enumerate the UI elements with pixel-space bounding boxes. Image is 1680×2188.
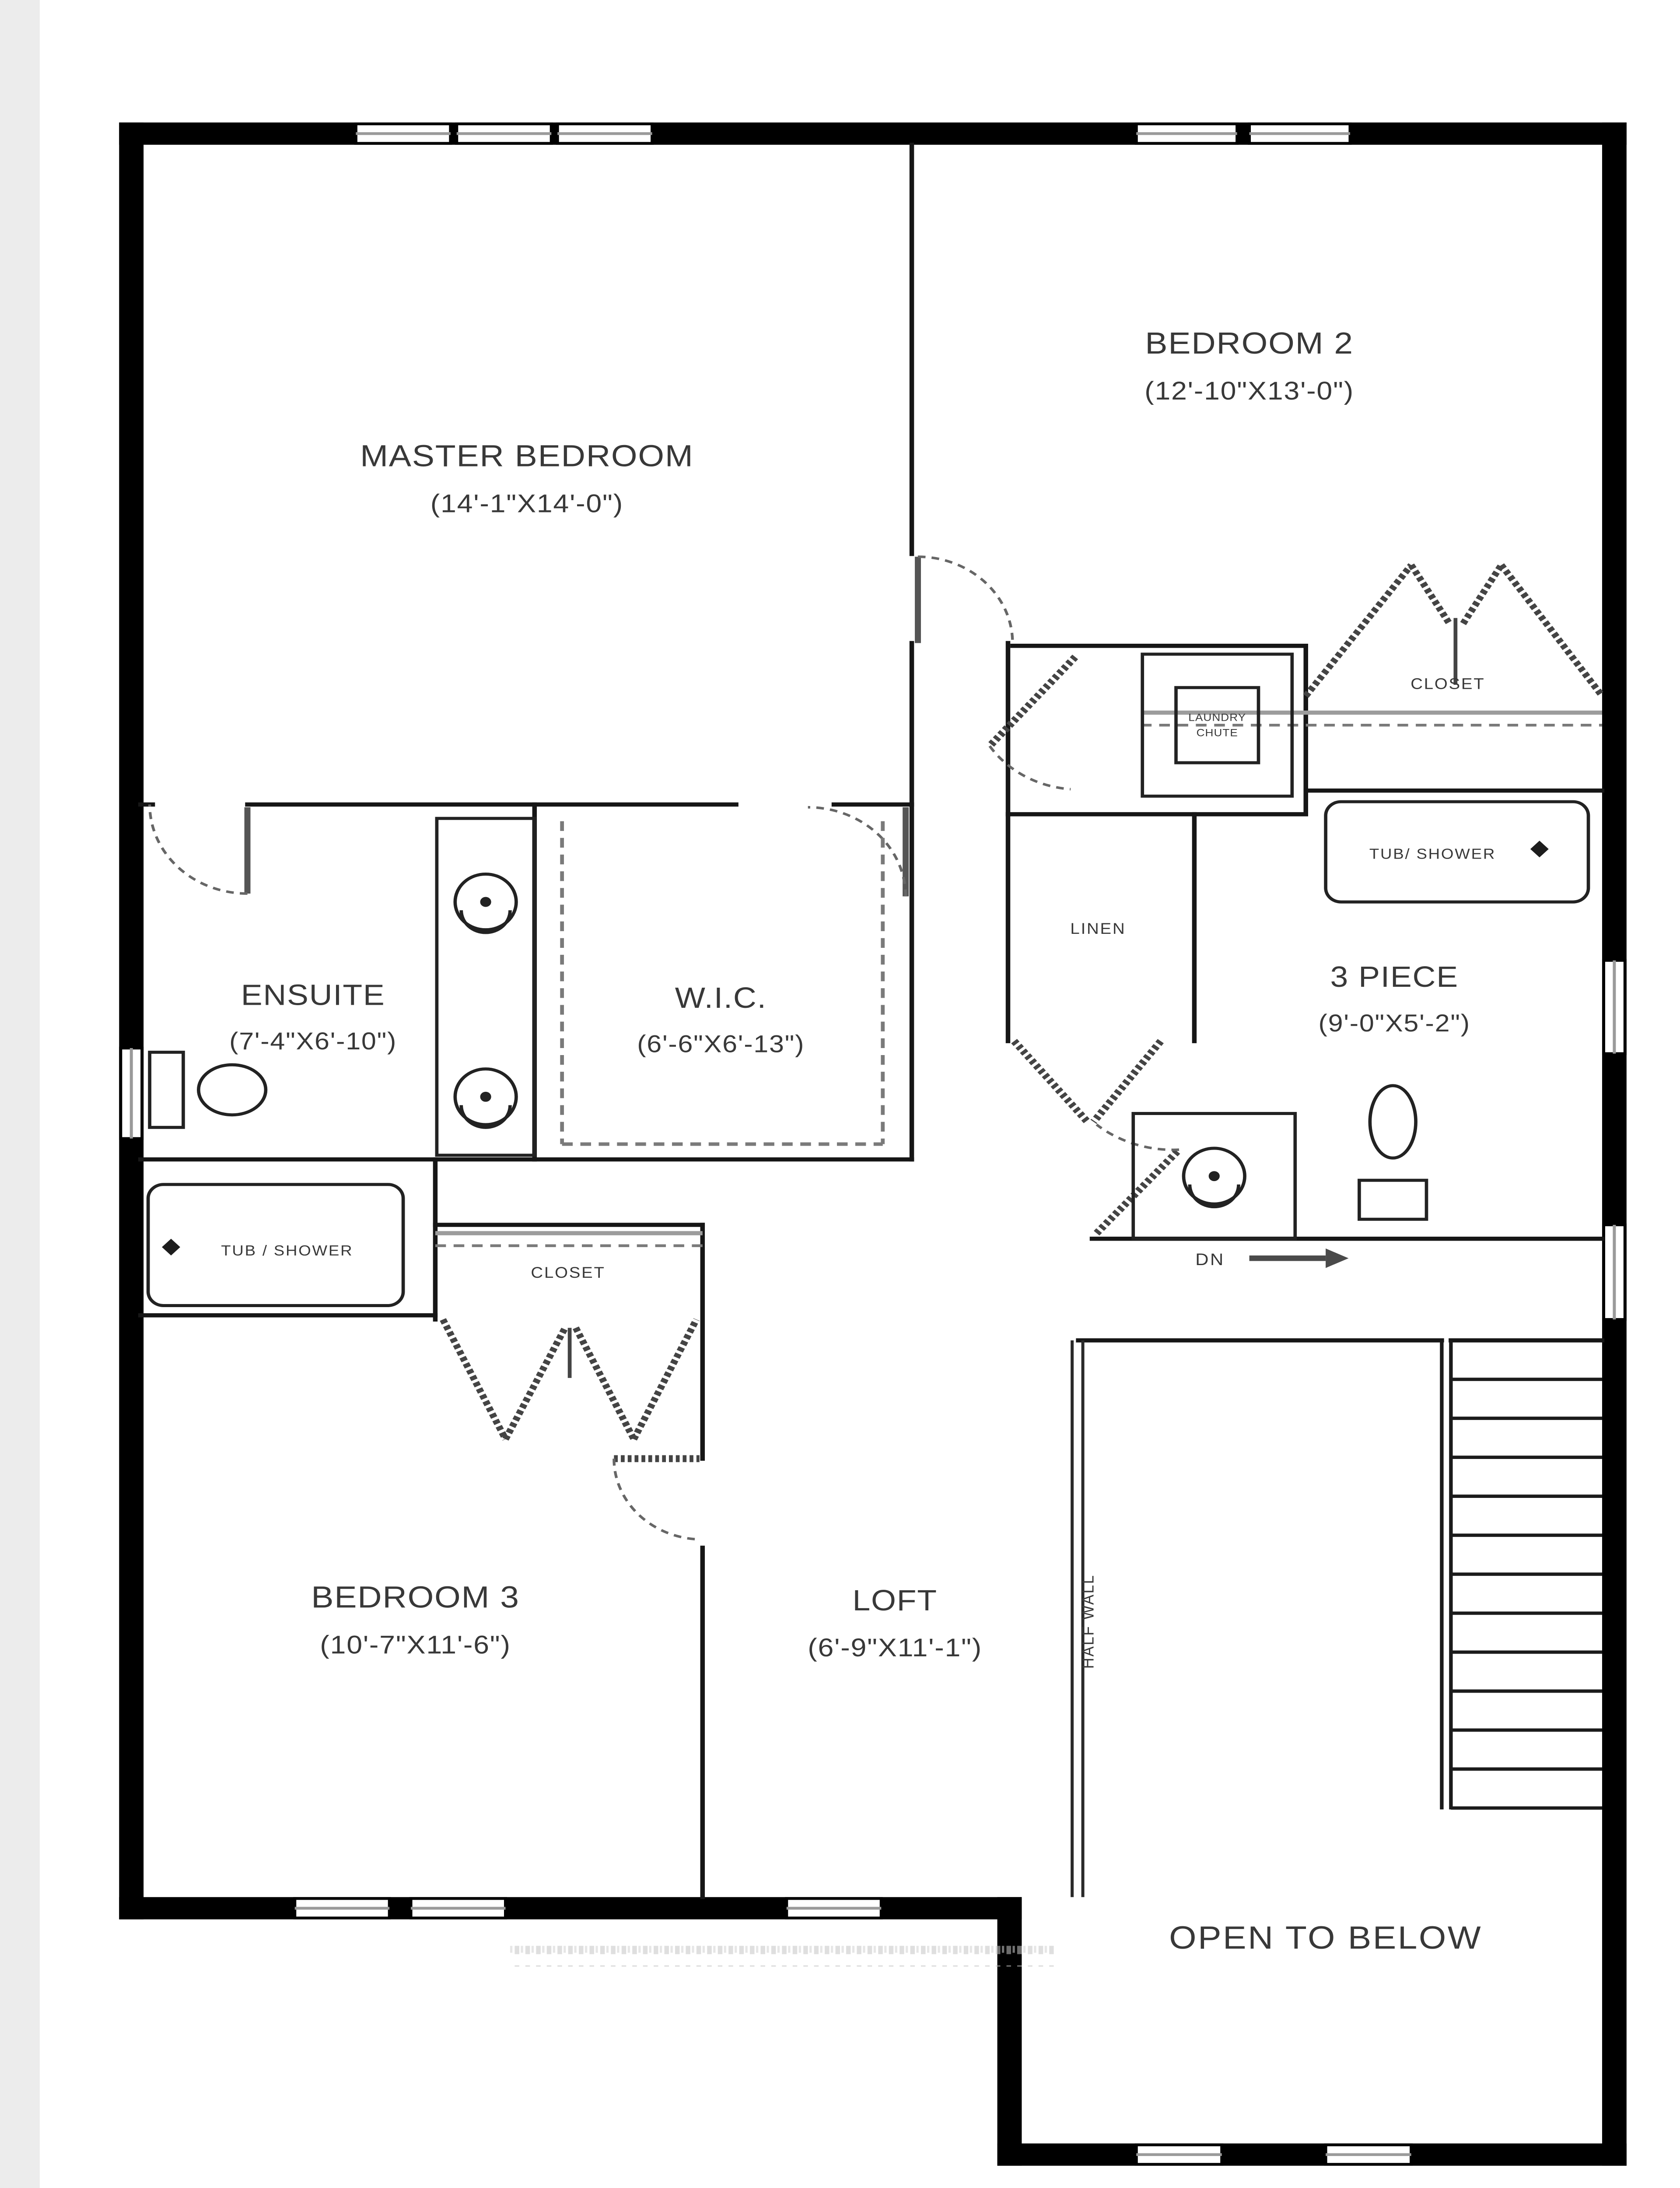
tub-right-diamond-icon xyxy=(1530,841,1549,858)
open-to-below-label: OPEN TO BELOW xyxy=(1169,1920,1482,1956)
window-master-top xyxy=(354,122,654,145)
window-ensuite-left xyxy=(119,1046,144,1140)
window-bedroom2-top xyxy=(1134,122,1352,145)
down-arrowhead xyxy=(1326,1248,1349,1268)
master-bedroom-dims: (14'-1"X14'-0") xyxy=(430,489,623,518)
closet-doors xyxy=(440,563,1605,1441)
bath-toilet-bowl xyxy=(1368,1084,1418,1160)
bedroom2-label: BEDROOM 2 xyxy=(1145,326,1354,360)
ensuite-tub xyxy=(146,1183,405,1307)
doors xyxy=(148,555,1182,1541)
tub-left-diamond-icon xyxy=(162,1238,180,1255)
fixtures xyxy=(146,652,1590,1307)
ensuite-dims: (7'-4"X6'-10") xyxy=(229,1028,397,1055)
laundry-chute-label-1: LAUNDRY xyxy=(1188,712,1246,724)
loft-label: LOFT xyxy=(853,1584,938,1616)
tub-shower-left-label: TUB / SHOWER xyxy=(221,1242,353,1259)
window-open-below-bottom xyxy=(1134,2143,1413,2166)
half-wall-label: HALF WALL xyxy=(1078,1574,1097,1669)
window-right-wall xyxy=(1602,959,1627,1321)
bedroom3-label: BEDROOM 3 xyxy=(311,1580,520,1614)
ensuite-sink-2 xyxy=(453,1067,518,1126)
stairs xyxy=(1440,1340,1602,1810)
bedroom2-closet-bifold xyxy=(1303,563,1605,698)
window-bedroom3-bottom xyxy=(293,1897,883,1920)
three-piece-label: 3 PIECE xyxy=(1330,961,1459,993)
ensuite-toilet-tank xyxy=(148,1051,185,1129)
loft-dims: (6'-9"X11'-1") xyxy=(808,1634,982,1662)
bath-toilet-tank xyxy=(1358,1178,1428,1221)
wic-shelves xyxy=(560,821,885,1146)
watermark-microtext xyxy=(508,1946,1054,1967)
ensuite-sink-1 xyxy=(453,872,518,932)
bedroom3-closet-bifold xyxy=(440,1318,700,1441)
wic-dims: (6'-6"X6'-13") xyxy=(637,1031,805,1058)
laundry-chute-inner xyxy=(1174,686,1260,764)
half-wall-lines xyxy=(1071,1340,1085,1897)
windows xyxy=(119,122,1627,2166)
bath-sink xyxy=(1182,1147,1246,1206)
linen-label: LINEN xyxy=(1070,920,1126,937)
bedroom3-dims: (10'-7"X11'-6") xyxy=(320,1630,511,1659)
down-label: DN xyxy=(1195,1251,1225,1269)
scan-edge-shadow xyxy=(0,0,40,2188)
bedroom3-closet-label: CLOSET xyxy=(531,1264,605,1281)
ensuite-vanity xyxy=(435,817,536,1157)
outer-walls xyxy=(119,122,1627,2166)
bath-vanity xyxy=(1131,1112,1297,1241)
closet-shelves xyxy=(435,710,1602,1247)
annotations: MASTER BEDROOM (14'-1"X14'-0") BEDROOM 2… xyxy=(221,326,1496,1956)
down-arrow xyxy=(1249,1248,1349,1268)
wic-label: W.I.C. xyxy=(675,982,767,1014)
master-bedroom-label: MASTER BEDROOM xyxy=(360,438,694,473)
laundry-chute-label-2: CHUTE xyxy=(1197,727,1238,739)
three-piece-dims: (9'-0"X5'-2") xyxy=(1319,1010,1470,1037)
bath-tub xyxy=(1324,800,1590,904)
ensuite-label: ENSUITE xyxy=(241,978,385,1011)
laundry-chute-outer xyxy=(1141,652,1294,798)
bedroom2-closet-label: CLOSET xyxy=(1410,675,1485,692)
bedroom2-dims: (12'-10"X13'-0") xyxy=(1144,376,1354,405)
ensuite-toilet-bowl xyxy=(196,1063,268,1117)
tub-shower-right-label: TUB/ SHOWER xyxy=(1369,846,1496,862)
